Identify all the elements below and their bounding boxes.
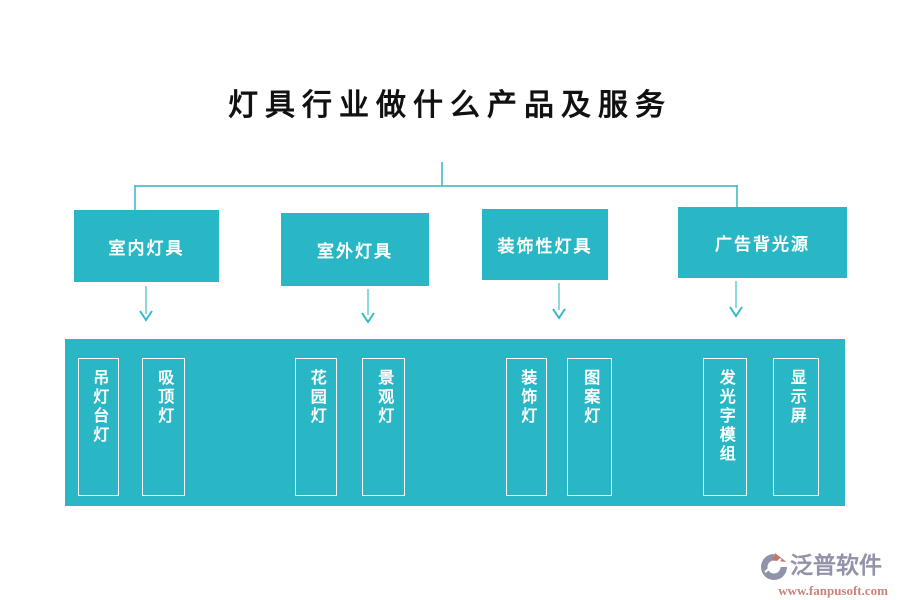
brand-name: 泛普软件 [790,553,882,578]
product-label: 吊灯台灯 [90,369,108,445]
product-label: 图案灯 [581,369,599,426]
product-label: 景观灯 [375,369,393,426]
product-label: 吸顶灯 [155,369,173,426]
category-label: 广告背光源 [715,235,810,254]
product-label: 显示屏 [787,369,805,426]
product-label: 装饰灯 [518,369,536,426]
products-band [65,339,845,506]
product-label: 花园灯 [307,369,325,426]
product-box-chandelier-table-lamp: 吊灯台灯 [78,358,119,496]
vendor-watermark: 泛普软件 www.fanpusoft.com [760,552,888,598]
diagram-title: 灯具行业做什么产品及服务 [228,89,672,122]
down-arrow-icon [729,281,743,318]
down-arrow-icon [552,283,566,320]
product-box-decorative-lamp: 装饰灯 [506,358,547,496]
product-label: 发光字模组 [716,369,734,464]
category-label: 装饰性灯具 [497,237,593,256]
product-box-display-screen: 显示屏 [773,358,819,496]
tree-connector-lines [134,162,738,210]
product-box-landscape-lamp: 景观灯 [362,358,405,496]
product-box-garden-lamp: 花园灯 [295,358,337,496]
category-box-decorative-lighting: 装饰性灯具 [482,209,608,280]
category-label: 室外灯具 [317,242,393,261]
product-box-ceiling-lamp: 吸顶灯 [142,358,185,496]
category-box-ad-backlight: 广告背光源 [678,207,847,278]
category-label: 室内灯具 [108,238,185,258]
product-box-luminous-letter-module: 发光字模组 [703,358,747,496]
brand-url: www.fanpusoft.com [778,583,888,598]
down-arrow-icon [361,289,375,324]
fanpu-logo-icon [760,552,788,585]
product-box-pattern-lamp: 图案灯 [567,358,612,496]
down-arrow-icon [139,286,153,322]
category-box-outdoor-lighting: 室外灯具 [281,213,429,286]
category-box-indoor-lighting: 室内灯具 [74,210,219,282]
